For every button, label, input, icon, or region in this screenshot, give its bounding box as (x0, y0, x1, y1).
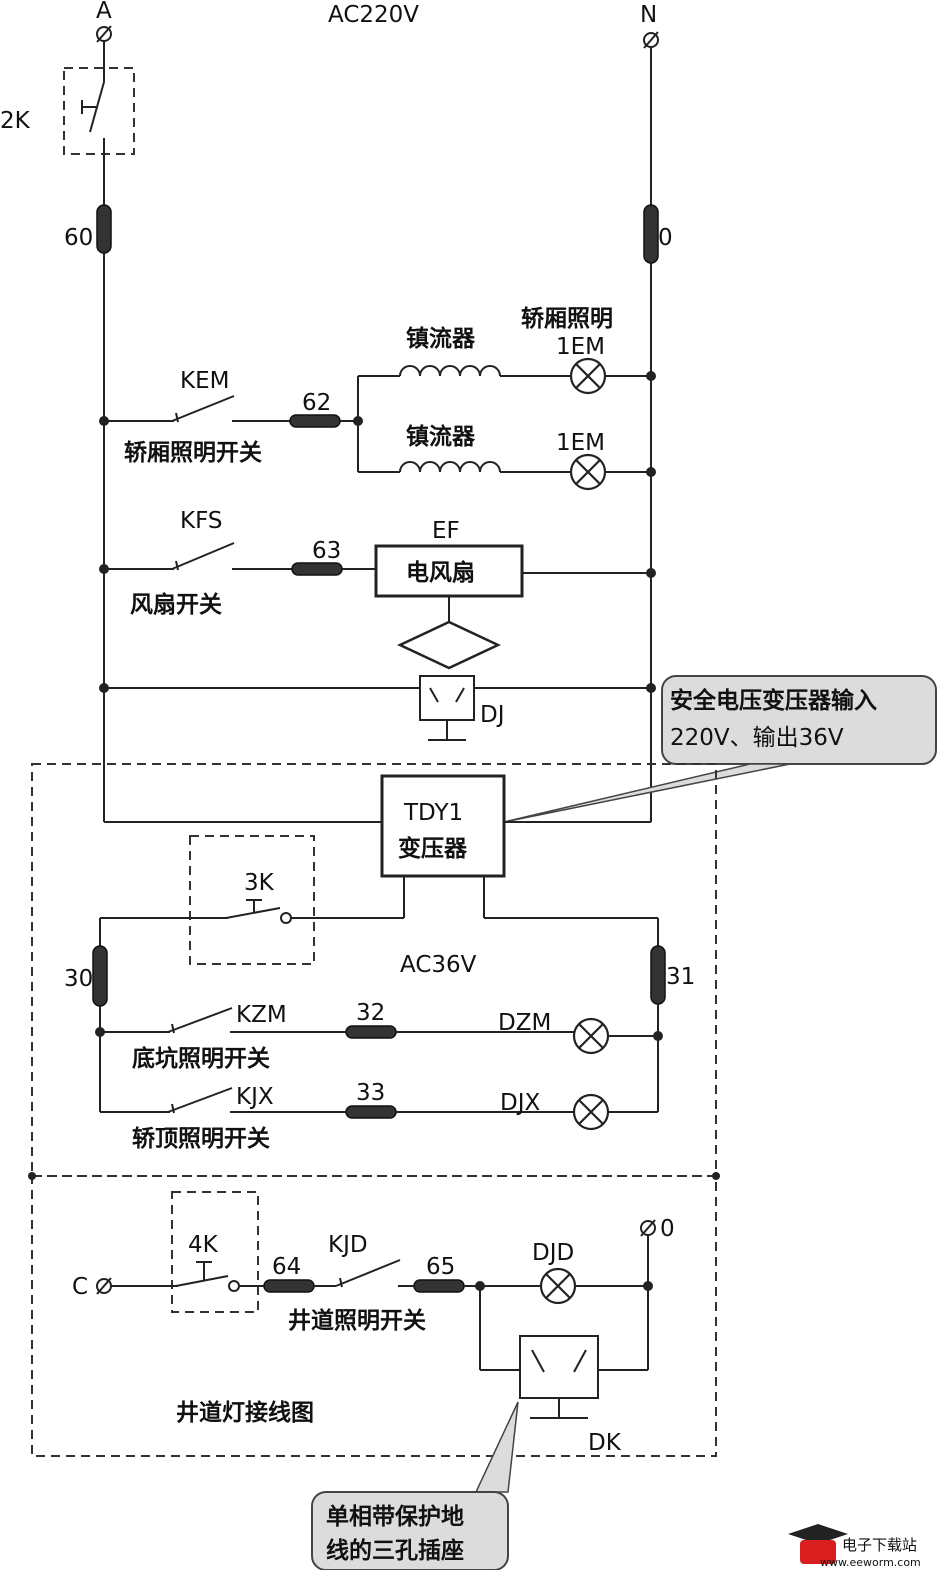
dzm-label: DZM (498, 1010, 551, 1036)
switch-2k-icon (81, 41, 105, 208)
callout-transformer-line2: 220V、输出36V (670, 725, 844, 751)
dk-label: DK (588, 1430, 622, 1456)
fuse-30-icon (92, 945, 108, 1007)
watermark-text: 电子下载站 (842, 1536, 917, 1554)
callout-socket-line1: 单相带保护地 (326, 1503, 464, 1530)
terminal-a-icon (96, 25, 112, 43)
lamp-1em-b-label: 1EM (556, 430, 605, 456)
fuse-62-icon (289, 414, 341, 428)
enclosure-shaft (31, 1175, 717, 1457)
terminal-n-label: N (640, 2, 657, 28)
switch-3k-label: 3K (244, 870, 275, 896)
ef-label: EF (432, 518, 460, 544)
switch-3k-icon (100, 899, 292, 924)
switch-4k-label: 4K (188, 1232, 219, 1258)
switch-4k-icon (175, 1261, 240, 1292)
kem-switch-icon (171, 395, 235, 423)
terminal-0-label: 0 (660, 1216, 675, 1242)
wire-63-label: 63 (312, 538, 341, 564)
fan-box (374, 544, 524, 598)
lamp-djd-icon (539, 1267, 577, 1305)
kjx-label: KJX (236, 1084, 274, 1110)
kzm-switch-icon (167, 1007, 233, 1034)
top-light-switch-label: 轿顶照明开关 (132, 1125, 270, 1152)
lamp-djx-icon (572, 1093, 610, 1131)
switch-2k-label: 2K (0, 108, 31, 134)
watermark-url: www.eeworm.com (820, 1556, 921, 1569)
fuse-63-icon (291, 562, 343, 576)
terminal-c-icon (96, 1277, 112, 1295)
kjd-switch-icon (335, 1259, 401, 1288)
cabin-light-title: 轿厢照明 (521, 305, 613, 332)
watermark-logo-icon (788, 1524, 848, 1564)
tdy1-label: TDY1 (403, 800, 463, 826)
ballast-2-label: 镇流器 (406, 423, 476, 450)
switch-3k-box (189, 835, 315, 965)
kjd-label: KJD (328, 1232, 368, 1258)
transformer-box (380, 774, 506, 878)
terminal-0-icon (640, 1219, 656, 1237)
dj-label: DJ (480, 702, 505, 728)
ac36v-label: AC36V (400, 952, 477, 978)
supply-voltage-label: AC220V (328, 2, 419, 28)
transformer-label: 变压器 (398, 835, 468, 862)
enclosure-36v (31, 763, 717, 1177)
djd-label: DJD (532, 1240, 574, 1266)
terminal-c-label: C (72, 1274, 88, 1300)
switch-2k-box (63, 67, 135, 155)
fan-switch-label: 风扇开关 (130, 591, 222, 618)
fuse-32-icon (345, 1025, 397, 1039)
junction-dots (28, 371, 720, 1291)
wire-30-label: 30 (64, 966, 93, 992)
kem-label: KEM (180, 368, 229, 394)
fuse-31-icon (650, 945, 666, 1005)
wire-64-label: 64 (272, 1254, 301, 1280)
kjx-switch-icon (167, 1087, 233, 1114)
ballast-1-coil-icon (399, 365, 501, 377)
terminal-n-icon (643, 31, 659, 49)
callout-socket-box (311, 1491, 509, 1570)
kzm-label: KZM (236, 1002, 287, 1028)
callout-socket-line2: 线的三孔插座 (326, 1537, 464, 1564)
wire-33-label: 33 (356, 1080, 385, 1106)
wire-32-label: 32 (356, 1000, 385, 1026)
wire-31-label: 31 (666, 964, 695, 990)
callout-transformer-box (661, 675, 937, 765)
fuse-0-icon (643, 204, 659, 264)
socket-dk-icon (519, 1335, 599, 1419)
shaft-light-switch-label: 井道照明开关 (288, 1307, 426, 1334)
fuse-33-icon (345, 1105, 397, 1119)
lamp-1em-b-icon (569, 453, 607, 491)
fuse-65-icon (413, 1279, 465, 1293)
shaft-wiring-title: 井道灯接线图 (176, 1399, 314, 1426)
fuse-60-icon (96, 204, 112, 254)
socket-dj-icon (419, 675, 475, 741)
terminal-a-label: A (96, 0, 112, 24)
callout-transformer-line1: 安全电压变压器输入 (670, 687, 877, 714)
pit-light-switch-label: 底坑照明开关 (132, 1045, 270, 1072)
wire-62-label: 62 (302, 390, 331, 416)
fuse-64-icon (263, 1279, 315, 1293)
lamp-1em-a-icon (569, 357, 607, 395)
fan-diamond-icon (397, 620, 501, 670)
wire-0-label: 0 (658, 225, 673, 251)
wire-65-label: 65 (426, 1254, 455, 1280)
callout-transformer-pointer (503, 763, 791, 823)
wire-60-label: 60 (64, 225, 93, 251)
lamp-dzm-icon (572, 1017, 610, 1055)
fan-label: 电风扇 (406, 559, 475, 586)
kfs-label: KFS (180, 508, 223, 534)
lamp-1em-a-label: 1EM (556, 334, 605, 360)
cabin-light-switch-label: 轿厢照明开关 (124, 439, 262, 466)
djx-label: DJX (500, 1090, 540, 1116)
switch-4k-box (171, 1191, 259, 1313)
ballast-2-coil-icon (399, 461, 501, 473)
kfs-switch-icon (171, 542, 235, 571)
ballast-1-label: 镇流器 (406, 325, 476, 352)
callout-socket-pointer (474, 1401, 519, 1493)
